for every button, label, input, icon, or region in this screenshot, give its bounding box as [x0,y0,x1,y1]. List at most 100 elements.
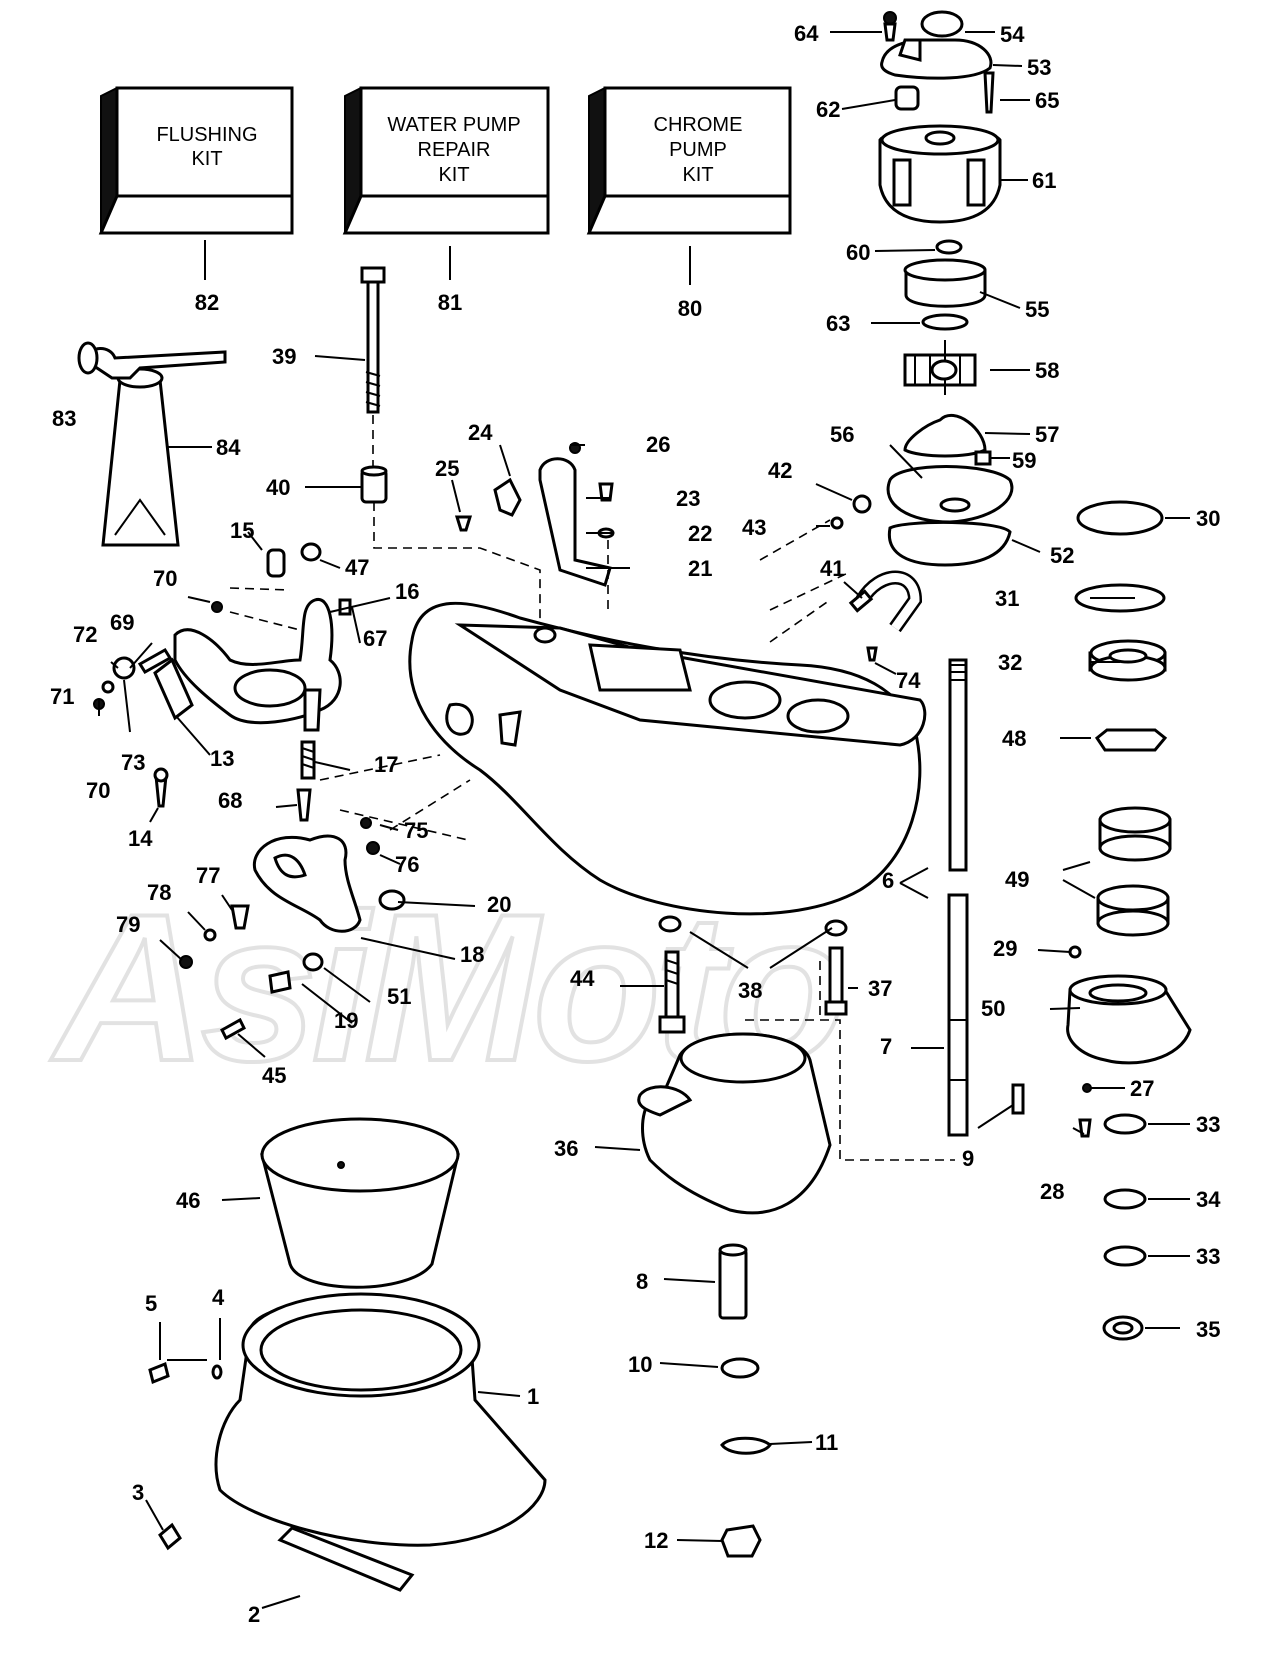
callout-label: 51 [387,984,411,1009]
kit-label-line: FLUSHING [156,124,257,146]
callout-label: 69 [110,610,134,635]
callout-label: 15 [230,518,254,543]
assembly-lines [229,502,955,1161]
callout-label: 52 [1050,543,1074,568]
callout-label: 65 [1035,88,1059,113]
callout-label: 22 [688,521,712,546]
callout-label: 14 [128,826,153,851]
callout-label: 45 [262,1063,286,1088]
kit-number: 82 [195,290,219,315]
callout-label: 68 [218,788,242,813]
callout-label: 18 [460,942,484,967]
callout-label: 67 [363,626,387,651]
kit-number: 81 [438,290,462,315]
callout-label: 8 [636,1269,648,1294]
callout-label: 57 [1035,422,1059,447]
callout-label: 44 [570,966,595,991]
callout-label: 62 [816,97,840,122]
callout-label: 41 [820,556,844,581]
callout-label: 37 [868,976,892,1001]
callout-label: 42 [768,458,792,483]
callout-label: 10 [628,1352,652,1377]
impeller-housing [637,1032,832,1215]
callout-label: 25 [435,456,459,481]
callout-label: 56 [830,422,854,447]
drive-shafts [947,658,1025,1137]
flushing-kit-box: FLUSHING KIT 82 [98,86,294,315]
kit-label-line: WATER PUMP [387,114,520,136]
callout-label: 71 [50,684,74,709]
water-hose [848,570,923,662]
callout-label: 79 [116,912,140,937]
seal-parts [1066,500,1192,1341]
callout-label: 34 [1196,1187,1221,1212]
callout-label: 16 [395,579,419,604]
kit-label-line: PUMP [669,139,727,161]
callout-label: 63 [826,311,850,336]
callout-label: 23 [676,486,700,511]
callout-label: 4 [212,1285,225,1310]
callout-label: 30 [1196,506,1220,531]
callout-label: 60 [846,240,870,265]
kit-label-line: KIT [682,164,713,186]
callout-label: 24 [468,420,493,445]
callout-label: 33 [1196,1112,1220,1137]
intake-bracket [454,442,615,587]
callout-label: 46 [176,1188,200,1213]
spacer [360,465,388,504]
callout-label: 70 [86,778,110,803]
kit-label-line: KIT [191,148,222,170]
callout-label: 38 [738,978,762,1003]
callout-label: 64 [794,21,819,46]
callout-label: 13 [210,746,234,771]
chrome-pump-kit-box: CHROME PUMP KIT 80 [586,86,792,321]
callout-label: 26 [646,432,670,457]
callout-label: 17 [374,752,398,777]
pump-housing [408,601,927,916]
kit-label-line: REPAIR [418,139,491,161]
callout-label: 77 [196,863,220,888]
callout-label: 5 [145,1291,157,1316]
steering-ring [260,1117,460,1289]
callout-label: 31 [995,586,1019,611]
callout-label: 21 [688,556,712,581]
callout-label: 59 [1012,448,1036,473]
callout-label: 78 [147,880,171,905]
callout-label: 54 [1000,22,1025,47]
callout-label: 74 [896,668,921,693]
callout-label: 2 [248,1602,260,1627]
callout-label: 1 [527,1384,539,1409]
kit-number: 80 [678,296,702,321]
callout-label: 48 [1002,726,1026,751]
callout-label: 6 [882,868,894,893]
callout-label: 3 [132,1480,144,1505]
callout-label: 20 [487,892,511,917]
callout-label: 49 [1005,867,1029,892]
tiller-arm [179,817,406,1041]
steering-bracket [93,542,352,822]
callout-label: 72 [73,622,97,647]
callout-label: 50 [981,996,1005,1021]
callout-label: 47 [345,555,369,580]
callout-label: 61 [1032,168,1056,193]
callout-label: 32 [998,650,1022,675]
callout-label: 39 [272,344,296,369]
callout-label: 75 [404,818,428,843]
callout-label: 9 [962,1146,974,1171]
callout-label: 84 [216,435,241,460]
callout-label: 70 [153,566,177,591]
callout-label: 29 [993,936,1017,961]
callout-label: 83 [52,406,76,431]
callout-label: 11 [815,1430,838,1455]
callout-label: 43 [742,515,766,540]
housing-bolts [658,915,848,1034]
kit-label-line: KIT [438,164,469,186]
bolt [360,266,386,470]
callout-label: 53 [1027,55,1051,80]
callout-label: 28 [1040,1179,1064,1204]
callout-label: 33 [1196,1244,1220,1269]
callout-label: 35 [1196,1317,1220,1342]
callout-label: 55 [1025,297,1049,322]
water-pump-repair-kit-box: WATER PUMP REPAIR KIT 81 [342,86,550,315]
